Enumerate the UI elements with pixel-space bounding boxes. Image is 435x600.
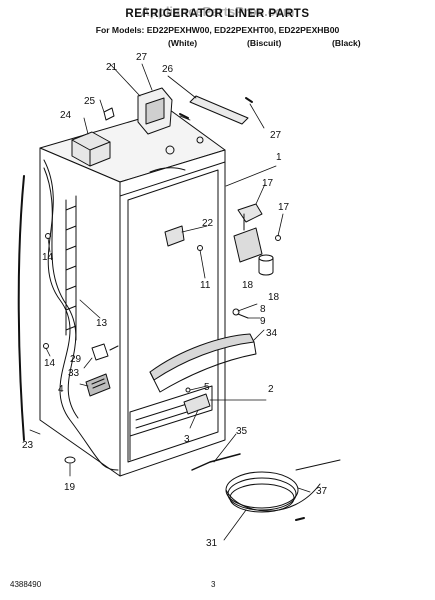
callout-18: 18 xyxy=(268,292,280,303)
part-control-15 xyxy=(237,203,263,231)
part-29 xyxy=(91,343,109,361)
part-housing-24 xyxy=(71,131,111,167)
callout-29: 29 xyxy=(70,354,82,365)
watermark-text: AppliancePartsPros.com xyxy=(140,4,295,19)
callout-31: 31 xyxy=(206,538,218,549)
part-housing-16 xyxy=(233,227,263,263)
callout-13: 13 xyxy=(96,318,108,329)
refrigerator-liner xyxy=(39,109,226,477)
callout-14a: 14 xyxy=(42,252,54,263)
callout-16: 18 xyxy=(242,280,254,291)
color-label-white: (White) xyxy=(168,38,198,48)
part-screw-37 xyxy=(295,517,305,521)
callout-35: 35 xyxy=(236,426,248,437)
color-label-biscuit: (Biscuit) xyxy=(247,38,282,48)
callout-22: 22 xyxy=(202,218,214,229)
callout-23: 23 xyxy=(22,440,34,451)
callout-4: 4 xyxy=(58,384,64,395)
leader-lines xyxy=(29,63,311,541)
part-number: 4388490 xyxy=(10,580,42,589)
callout-27b: 27 xyxy=(270,130,282,141)
callout-33: 33 xyxy=(68,368,80,379)
part-coil-31 xyxy=(225,459,341,513)
part-wire-35 xyxy=(191,453,241,471)
part-rail-26 xyxy=(189,95,249,125)
callout-9: 9 xyxy=(260,316,266,327)
color-label-black: (Black) xyxy=(332,38,361,48)
callout-5: 5 xyxy=(204,382,210,393)
callout-25: 25 xyxy=(84,96,96,107)
page-number: 3 xyxy=(211,580,216,589)
callout-21: 21 xyxy=(106,62,118,73)
callout-2: 2 xyxy=(268,384,274,395)
part-socket-18 xyxy=(258,254,274,276)
part-tube-23 xyxy=(17,175,25,441)
part-bracket-21 xyxy=(137,87,173,135)
callout-37: 37 xyxy=(316,486,328,497)
part-clip-25 xyxy=(103,107,115,121)
callout-14b: 14 xyxy=(44,358,56,369)
part-bracket-2 xyxy=(183,393,211,415)
callout-26: 26 xyxy=(162,64,174,75)
callout-1: 1 xyxy=(276,152,282,163)
callout-19: 19 xyxy=(64,482,76,493)
callout-27a: 27 xyxy=(136,52,148,63)
callout-11: 11 xyxy=(200,280,211,291)
diagram-title: REFRIGERATOR LINER PARTS xyxy=(125,8,310,20)
callout-34: 34 xyxy=(266,328,278,339)
callout-17: 17 xyxy=(278,202,290,213)
part-bracket-22 xyxy=(164,225,185,247)
part-plug-19 xyxy=(64,456,76,464)
callout-8: 8 xyxy=(260,304,266,315)
part-9 xyxy=(237,313,249,319)
part-vent-4 xyxy=(85,373,111,397)
callout-3: 3 xyxy=(184,434,190,445)
models-line: For Models: ED22PEXHW00, ED22PEXHT00, ED… xyxy=(95,25,340,35)
part-8 xyxy=(232,308,240,316)
callout-24: 24 xyxy=(60,110,72,121)
callout-15: 17 xyxy=(262,178,274,189)
part-screw-27 xyxy=(179,97,253,119)
part-33 xyxy=(109,345,119,351)
